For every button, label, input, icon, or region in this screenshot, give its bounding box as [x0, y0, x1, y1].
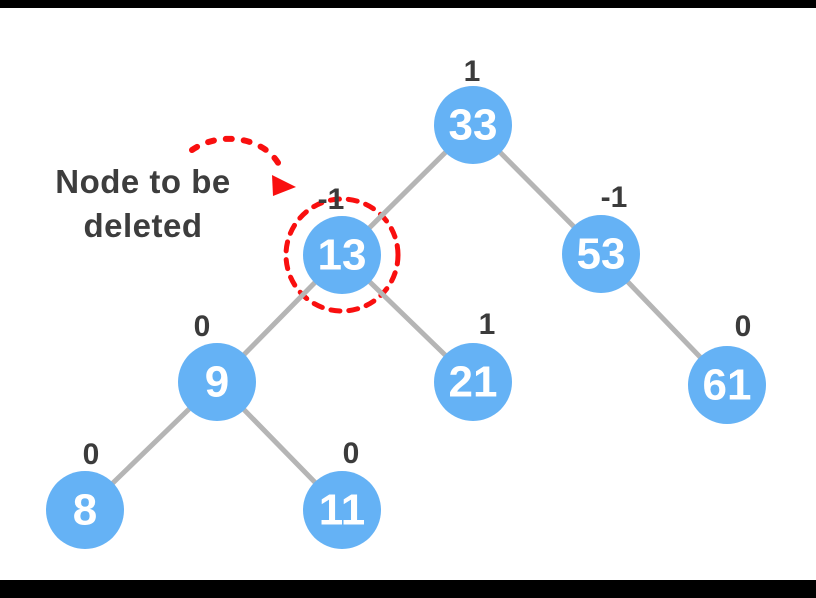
balance-factor-53: -1: [601, 181, 628, 214]
node-value-9: 9: [205, 358, 229, 407]
tree-node-21: [434, 343, 512, 421]
annotation-line2: deleted: [83, 207, 203, 244]
tree-node-53: [562, 215, 640, 293]
tree-node-9: [178, 343, 256, 421]
tree-node-33: [434, 86, 512, 164]
node-value-33: 33: [449, 101, 498, 150]
balance-factor-21: 1: [479, 308, 496, 341]
node-value-11: 11: [319, 486, 366, 535]
top-black-bar: [0, 0, 816, 8]
annotation-arrowhead: [272, 175, 296, 196]
node-value-61: 61: [703, 361, 752, 410]
deletion-highlight-circle: [283, 196, 401, 314]
balance-factor-33: 1: [464, 55, 481, 88]
annotation-line1: Node to be: [55, 163, 231, 200]
node-value-53: 53: [577, 230, 626, 279]
node-value-21: 21: [449, 358, 498, 407]
bottom-black-bar: [0, 580, 816, 598]
annotation-arrow: [189, 135, 286, 175]
tree-node-11: [303, 471, 381, 549]
balance-factor-9: 0: [194, 310, 211, 343]
tree-node-61: [688, 346, 766, 424]
balance-factor-61: 0: [735, 310, 752, 343]
tree-node-8: [46, 471, 124, 549]
node-value-8: 8: [73, 486, 97, 535]
balance-factor-13: -1: [318, 183, 345, 216]
annotation-label: Node to be deleted: [37, 160, 249, 248]
balance-factor-8: 0: [83, 438, 100, 471]
node-value-13: 13: [318, 231, 367, 280]
tree-node-13: [303, 216, 381, 294]
balance-factor-11: 0: [343, 437, 360, 470]
